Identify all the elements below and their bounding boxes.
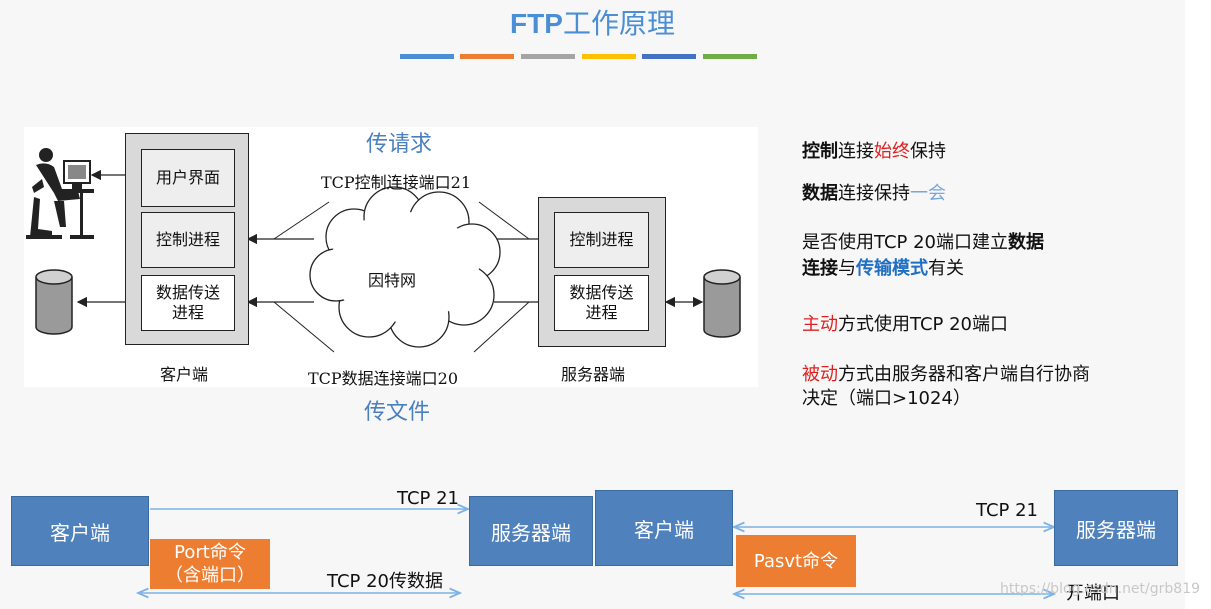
client-label: 客户端 <box>160 365 209 384</box>
open-port-label: 开端口 <box>1066 583 1120 604</box>
color-bar <box>703 54 757 59</box>
server-database-icon <box>703 269 741 338</box>
server-control-process: 控制进程 <box>554 212 649 268</box>
note-port20: 是否使用TCP 20端口建立数据 <box>802 232 1044 253</box>
server-node-left: 服务器端 <box>469 496 593 566</box>
note-port20-line2: 连接与传输模式有关 <box>802 258 964 279</box>
client-database-icon <box>35 269 73 335</box>
tcp-data-label: TCP数据连接端口20 <box>308 369 459 388</box>
note-passive: 被动方式由服务器和客户端自行协商 <box>802 364 1090 385</box>
tcp-control-label: TCP控制连接端口21 <box>321 173 472 192</box>
bottom-arrows <box>0 0 1185 609</box>
client-data-process: 数据传送进程 <box>141 275 235 331</box>
color-bar <box>642 54 696 59</box>
internet-cloud <box>309 186 501 348</box>
figure-lines <box>26 148 741 353</box>
page-title: FTP工作原理 <box>510 7 675 40</box>
ftp-architecture-figure: 用户界面 控制进程 数据传送进程 客户端 控制进程 数据传送进程 服务器端 因特… <box>24 127 758 388</box>
note-active: 主动方式使用TCP 20端口 <box>802 314 1008 335</box>
color-bar <box>521 54 575 59</box>
server-data-process: 数据传送进程 <box>554 275 649 331</box>
client-node-right: 客户端 <box>595 490 733 566</box>
server-label: 服务器端 <box>561 365 626 384</box>
client-node-left: 客户端 <box>11 496 149 566</box>
tcp20-left-label: TCP 20传数据 <box>327 571 443 592</box>
request-note: 传请求 <box>366 132 433 157</box>
color-bar <box>400 54 454 59</box>
client-control-process: 控制进程 <box>141 212 235 268</box>
watermark: https://blog.csdn.net/grb819 <box>1000 581 1201 597</box>
note-control: 控制连接始终保持 <box>802 141 946 162</box>
port-command-box: Port命令（含端口） <box>150 539 270 589</box>
note-passive-line2: 决定（端口>1024） <box>802 388 971 409</box>
internet-label: 因特网 <box>368 271 417 290</box>
user-icon <box>26 148 94 239</box>
tcp21-right-label: TCP 21 <box>976 500 1038 521</box>
server-node-right: 服务器端 <box>1054 490 1178 566</box>
file-note: 传文件 <box>364 400 431 425</box>
pasv-command-box: Pasvt命令 <box>736 535 856 587</box>
note-data: 数据连接保持一会 <box>802 183 946 204</box>
color-bar <box>460 54 514 59</box>
color-bar <box>582 54 636 59</box>
client-ui-box: 用户界面 <box>141 149 235 207</box>
tcp21-left-label: TCP 21 <box>397 488 459 509</box>
